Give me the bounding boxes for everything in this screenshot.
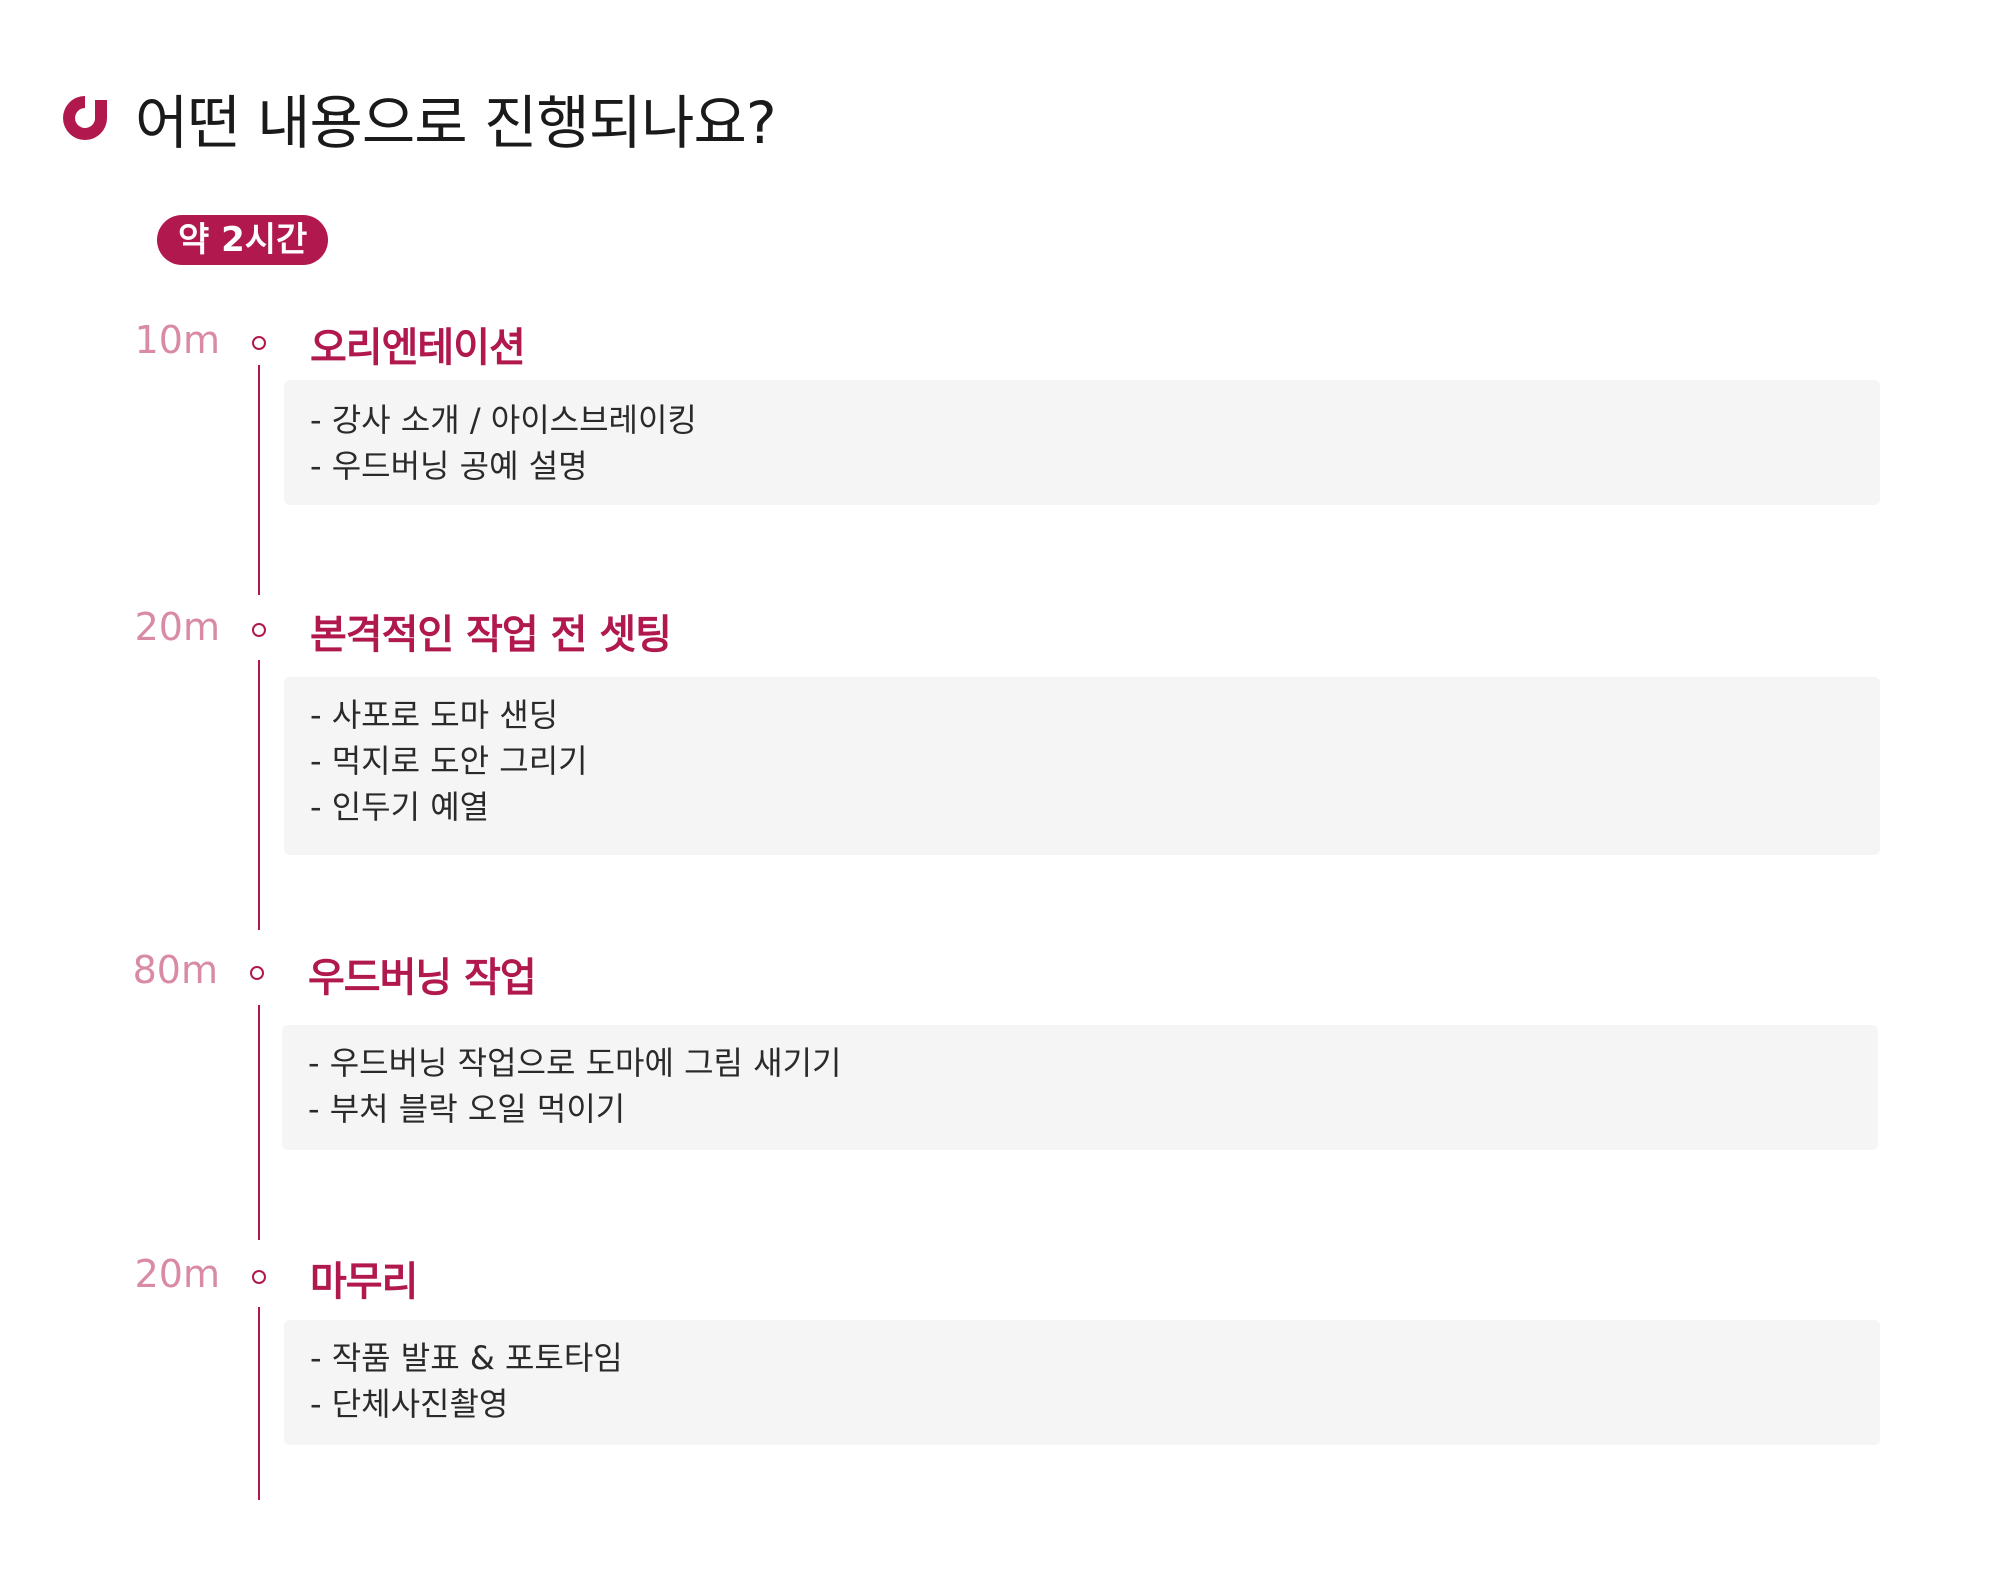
step-title: 오리엔테이션 bbox=[310, 325, 526, 371]
step-title: 마무리 bbox=[310, 1259, 418, 1305]
duration-badge: 약 2시간 bbox=[157, 215, 329, 265]
step-time: 20m bbox=[134, 1252, 220, 1296]
timeline-segment bbox=[258, 365, 260, 595]
step-detail-box: - 우드버닝 작업으로 도마에 그림 새기기 - 부처 블락 오일 먹이기 bbox=[282, 1025, 1878, 1150]
step-detail-item: - 단체사진촬영 bbox=[310, 1385, 509, 1423]
step-detail-list: - 작품 발표 & 포토타임 - 단체사진촬영 bbox=[310, 1335, 1854, 1427]
step-detail-item: - 우드버닝 작업으로 도마에 그림 새기기 bbox=[308, 1044, 842, 1082]
step-title: 우드버닝 작업 bbox=[308, 955, 537, 1001]
step-detail-item: - 먹지로 도안 그리기 bbox=[310, 742, 588, 780]
step-detail-list: - 우드버닝 작업으로 도마에 그림 새기기 - 부처 블락 오일 먹이기 bbox=[308, 1040, 1852, 1132]
step-detail-box: - 강사 소개 / 아이스브레이킹 - 우드버닝 공예 설명 bbox=[284, 380, 1880, 505]
timeline-dot bbox=[252, 623, 266, 637]
step-detail-list: - 사포로 도마 샌딩 - 먹지로 도안 그리기 - 인두기 예열 bbox=[310, 692, 1854, 830]
step-detail-item: - 우드버닝 공예 설명 bbox=[310, 447, 588, 485]
timeline-dot bbox=[252, 336, 266, 350]
step-detail-item: - 작품 발표 & 포토타임 bbox=[310, 1339, 623, 1377]
step-detail-item: - 인두기 예열 bbox=[310, 788, 490, 826]
page-header: 어떤 내용으로 진행되나요? bbox=[55, 78, 777, 158]
timeline-segment bbox=[258, 660, 260, 930]
step-detail-item: - 강사 소개 / 아이스브레이킹 bbox=[310, 401, 697, 439]
timeline-dot bbox=[250, 966, 264, 980]
timeline-segment bbox=[258, 1005, 260, 1240]
step-time: 20m bbox=[134, 605, 220, 649]
step-time: 80m bbox=[132, 948, 218, 992]
step-detail-item: - 부처 블락 오일 먹이기 bbox=[308, 1090, 626, 1128]
brand-logo-icon bbox=[63, 96, 107, 140]
page-title: 어떤 내용으로 진행되나요? bbox=[135, 89, 777, 157]
timeline-dot bbox=[252, 1270, 266, 1284]
timeline-segment bbox=[258, 1307, 260, 1500]
step-detail-item: - 사포로 도마 샌딩 bbox=[310, 696, 559, 734]
step-title: 본격적인 작업 전 셋팅 bbox=[310, 612, 672, 658]
step-detail-box: - 사포로 도마 샌딩 - 먹지로 도안 그리기 - 인두기 예열 bbox=[284, 677, 1880, 855]
step-detail-box: - 작품 발표 & 포토타임 - 단체사진촬영 bbox=[284, 1320, 1880, 1445]
step-detail-list: - 강사 소개 / 아이스브레이킹 - 우드버닝 공예 설명 bbox=[310, 397, 1854, 489]
step-time: 10m bbox=[134, 318, 220, 362]
